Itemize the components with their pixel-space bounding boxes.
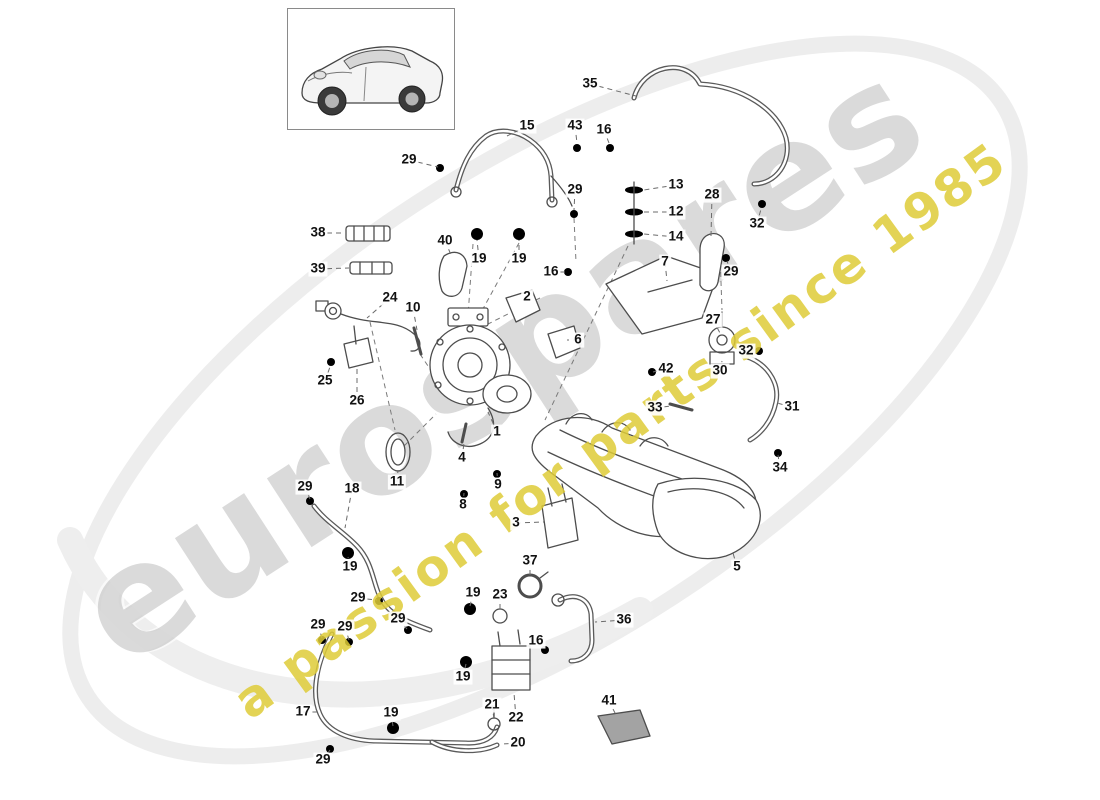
part-callout-19[interactable]: 19 — [453, 668, 473, 685]
part-callout-10[interactable]: 10 — [403, 299, 423, 316]
part-callout-16[interactable]: 16 — [594, 121, 614, 138]
part-callout-20[interactable]: 20 — [508, 734, 528, 751]
part-turbocharger-1 — [429, 307, 532, 447]
part-callout-11[interactable]: 11 — [387, 473, 407, 490]
part-bracket-25-26 — [343, 325, 374, 369]
part-callout-29[interactable]: 29 — [295, 478, 315, 495]
part-callout-5[interactable]: 5 — [731, 558, 743, 575]
part-sensor-24 — [315, 300, 421, 352]
leader-line — [344, 488, 353, 529]
part-heat-shield-5 — [652, 477, 761, 560]
part-bracket-3 — [541, 483, 579, 549]
leader-line — [710, 194, 713, 237]
part-callout-29[interactable]: 29 — [335, 618, 355, 635]
part-bracket-38 — [345, 225, 391, 242]
part-callout-14[interactable]: 14 — [666, 228, 686, 245]
part-callout-29[interactable]: 29 — [308, 616, 328, 633]
part-callout-29[interactable]: 29 — [348, 589, 368, 606]
part-block-22 — [491, 629, 531, 691]
part-oil-line-15 — [450, 128, 573, 208]
part-callout-21[interactable]: 21 — [482, 696, 502, 713]
part-callout-19[interactable]: 19 — [381, 704, 401, 721]
part-callout-19[interactable]: 19 — [509, 250, 529, 267]
part-callout-42[interactable]: 42 — [656, 360, 676, 377]
part-stud-33 — [668, 402, 694, 412]
part-callout-27[interactable]: 27 — [703, 311, 723, 328]
part-callout-39[interactable]: 39 — [308, 260, 328, 277]
part-callout-32[interactable]: 32 — [747, 215, 767, 232]
part-washers-12-13-14 — [625, 181, 643, 245]
part-callout-32[interactable]: 32 — [736, 342, 756, 359]
part-callout-33[interactable]: 33 — [645, 399, 665, 416]
leader-line — [589, 83, 637, 97]
part-callout-23[interactable]: 23 — [490, 586, 510, 603]
part-callout-17[interactable]: 17 — [293, 703, 313, 720]
part-callout-38[interactable]: 38 — [308, 224, 328, 241]
part-callout-4[interactable]: 4 — [456, 449, 468, 466]
part-callout-40[interactable]: 40 — [435, 232, 455, 249]
part-pipe-31 — [741, 353, 780, 443]
part-callout-29[interactable]: 29 — [721, 263, 741, 280]
part-callout-41[interactable]: 41 — [599, 692, 619, 709]
part-callout-35[interactable]: 35 — [580, 75, 600, 92]
part-callout-19[interactable]: 19 — [469, 250, 489, 267]
part-callout-29[interactable]: 29 — [565, 181, 585, 198]
part-callout-29[interactable]: 29 — [313, 751, 333, 768]
part-callout-37[interactable]: 37 — [520, 552, 540, 569]
part-pin-10 — [412, 326, 423, 356]
car-thumbnail[interactable] — [287, 8, 455, 130]
part-callout-16[interactable]: 16 — [541, 263, 561, 280]
part-callout-22[interactable]: 22 — [506, 709, 526, 726]
car-illustration — [301, 46, 444, 116]
part-callout-30[interactable]: 30 — [710, 362, 730, 379]
part-callout-6[interactable]: 6 — [572, 331, 584, 348]
part-callout-36[interactable]: 36 — [614, 611, 634, 628]
part-callout-28[interactable]: 28 — [702, 186, 722, 203]
part-bracket-39 — [349, 261, 393, 275]
part-callout-31[interactable]: 31 — [782, 398, 802, 415]
parts-linework — [306, 65, 790, 760]
part-hose-20 — [429, 739, 500, 754]
part-callout-2[interactable]: 2 — [521, 288, 533, 305]
part-bracket-28 — [699, 233, 725, 292]
part-heat-shield-7 — [605, 255, 719, 335]
part-callout-19[interactable]: 19 — [463, 584, 483, 601]
part-callout-24[interactable]: 24 — [380, 289, 400, 306]
part-callout-13[interactable]: 13 — [666, 176, 686, 193]
part-callout-8[interactable]: 8 — [457, 496, 469, 513]
part-callout-7[interactable]: 7 — [659, 253, 671, 270]
part-callout-29[interactable]: 29 — [388, 610, 408, 627]
part-pipe-36 — [551, 593, 595, 664]
part-callout-9[interactable]: 9 — [492, 476, 504, 493]
part-trim-41 — [597, 709, 651, 745]
part-callout-25[interactable]: 25 — [315, 372, 335, 389]
part-callout-43[interactable]: 43 — [565, 117, 585, 134]
part-callout-18[interactable]: 18 — [342, 480, 362, 497]
part-callout-1[interactable]: 1 — [491, 423, 503, 440]
part-callout-19[interactable]: 19 — [340, 558, 360, 575]
part-callout-26[interactable]: 26 — [347, 392, 367, 409]
part-bracket-40 — [438, 251, 468, 297]
part-callout-3[interactable]: 3 — [510, 514, 522, 531]
part-callout-34[interactable]: 34 — [770, 459, 790, 476]
part-callout-16[interactable]: 16 — [526, 632, 546, 649]
part-callout-15[interactable]: 15 — [517, 117, 537, 134]
part-callout-29[interactable]: 29 — [399, 151, 419, 168]
part-callout-12[interactable]: 12 — [666, 203, 686, 220]
part-bracket-6 — [547, 325, 581, 359]
part-stud-4 — [460, 422, 468, 444]
part-pipe-17 — [313, 631, 500, 746]
part-coolant-pipe-35 — [631, 65, 790, 187]
